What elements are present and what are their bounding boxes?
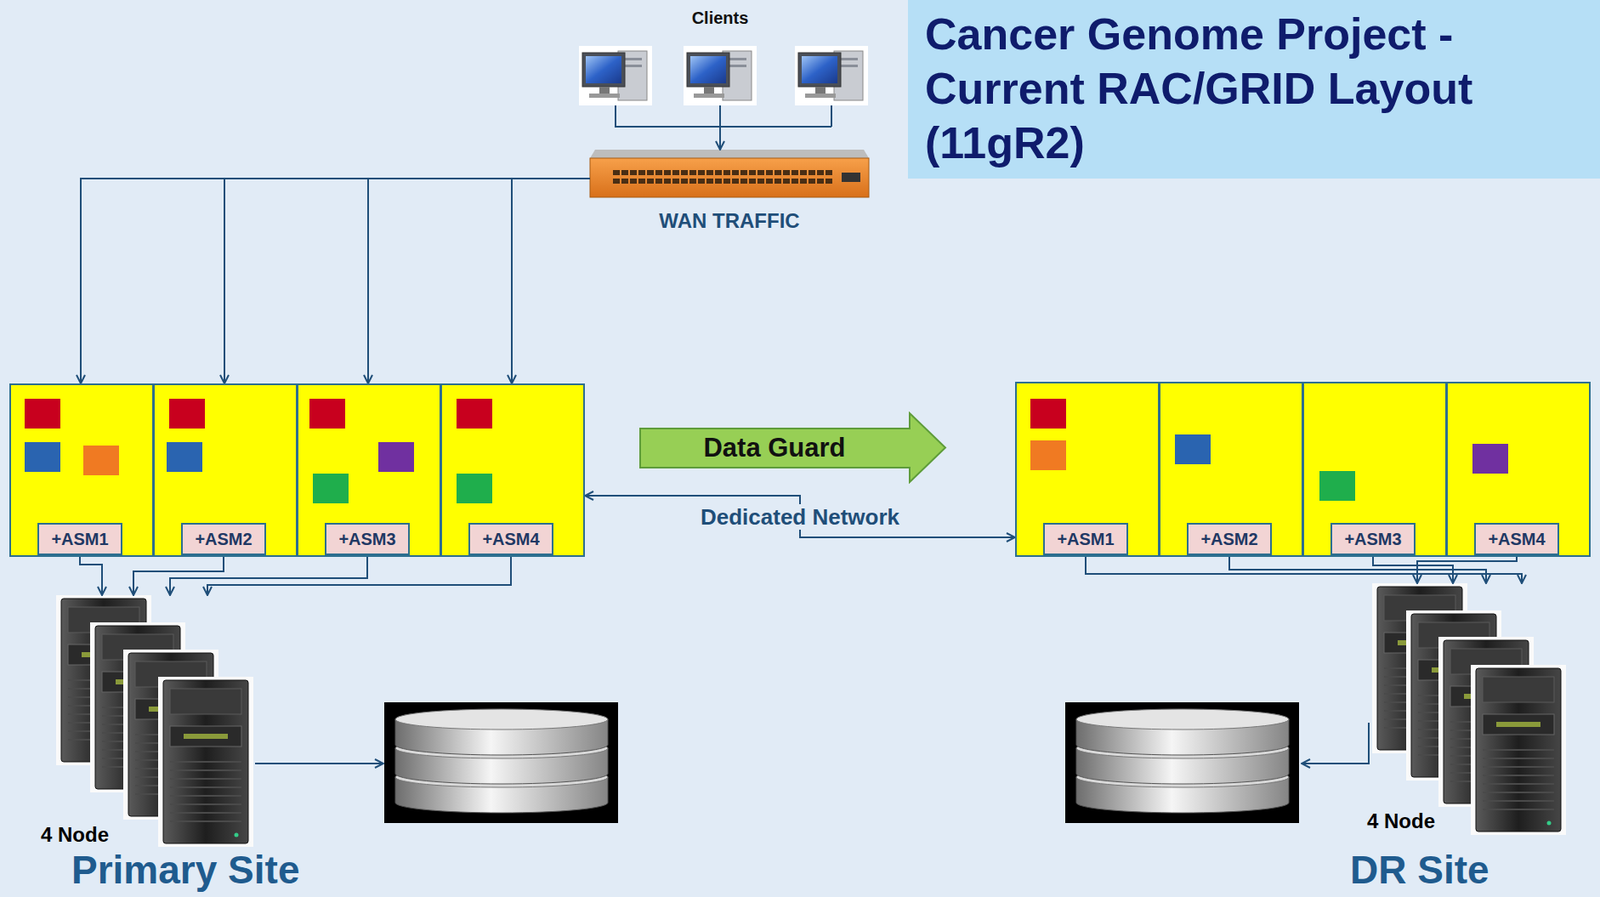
arrow-text-area: Data Guard [639, 428, 910, 468]
text-label: +ASM3 [1344, 528, 1402, 550]
asm-chip: +ASM1 [37, 522, 123, 556]
dr-servers [1372, 583, 1566, 835]
wan-switch: WAN TRAFFIC [590, 149, 869, 235]
instance-square [1030, 440, 1067, 471]
instance-square [456, 398, 493, 429]
connector [170, 556, 368, 596]
client-computer [683, 45, 757, 106]
text-label: WAN TRAFFIC [658, 209, 800, 233]
site-label-anchor: DR Site [1350, 848, 1490, 891]
data-guard-arrow: Data Guard [639, 411, 948, 484]
instance-square [309, 398, 346, 429]
instance-square [24, 398, 61, 429]
storage-wire [255, 762, 384, 765]
asm-chip: +ASM1 [1043, 522, 1129, 556]
server-stack: 4 Node [40, 595, 256, 847]
text-label: 4 Node [40, 822, 109, 847]
instance-square [1174, 434, 1211, 465]
connector [79, 556, 103, 596]
asm-chip: +ASM3 [1330, 522, 1416, 556]
rac-node: +ASM1 [9, 383, 154, 557]
text-label: Cancer Genome Project - Current RAC/GRID… [924, 6, 1572, 171]
client-group: Clients [569, 4, 871, 109]
text-label: Data Guard [703, 432, 846, 464]
connector [584, 495, 1016, 538]
switch-body [590, 158, 869, 198]
asm-chip: +ASM2 [1186, 522, 1272, 556]
text-label: +ASM2 [1200, 528, 1258, 550]
rac-node: +ASM2 [153, 383, 298, 557]
connector [207, 556, 511, 596]
instance-square [1030, 398, 1067, 429]
text-label: +ASM4 [482, 528, 540, 550]
instance-square [312, 473, 349, 504]
asm-chip: +ASM2 [181, 522, 267, 556]
storage-wire [1301, 722, 1369, 764]
switch-port [841, 172, 861, 182]
connector [368, 178, 591, 384]
title-band: Cancer Genome Project - Current RAC/GRID… [907, 0, 1600, 179]
instance-square [1319, 470, 1356, 501]
client-computers [578, 45, 869, 106]
site-label-anchor: Primary Site [71, 848, 300, 891]
connector [511, 178, 591, 384]
switch-ports [612, 170, 834, 184]
rac-node: +ASM3 [1302, 381, 1447, 557]
rac-node: +ASM4 [440, 383, 585, 557]
rac-node: +ASM3 [296, 383, 442, 557]
wan-switch-device [590, 149, 869, 198]
text-label: Primary Site [71, 848, 300, 891]
text-label: +ASM1 [51, 528, 108, 550]
text-label: DR Site [1350, 848, 1490, 891]
text-label: +ASM2 [194, 528, 252, 550]
server-stack: 4 Node [1360, 583, 1568, 842]
connector [719, 108, 721, 150]
rac-node: +ASM1 [1015, 381, 1160, 557]
client-wire [615, 105, 832, 127]
edge-label-anchor: Dedicated Network [695, 504, 905, 530]
connector [1417, 556, 1517, 584]
instance-square [1472, 443, 1509, 474]
instance-square [166, 442, 203, 472]
storage-disk [1065, 702, 1300, 823]
instance-square [83, 445, 120, 476]
instance-square [456, 473, 493, 504]
connector [80, 178, 591, 384]
connector [1085, 556, 1522, 584]
text-label: +ASM1 [1056, 528, 1114, 550]
arrow-outline [640, 413, 946, 483]
instance-square [24, 442, 61, 472]
connector [133, 556, 224, 596]
text-label: Clients [692, 7, 749, 29]
server [158, 676, 254, 847]
client-computer [794, 45, 869, 106]
text-label: Dedicated Network [695, 504, 905, 530]
rac-node: +ASM4 [1446, 381, 1591, 557]
rac-node: +ASM2 [1158, 381, 1304, 557]
text-label: +ASM3 [338, 528, 396, 550]
primary-servers [56, 595, 254, 847]
asm-chip: +ASM4 [468, 522, 554, 556]
connector [224, 178, 591, 384]
instance-square [169, 398, 205, 429]
switch-top [590, 149, 869, 159]
server [1470, 664, 1566, 835]
storage-disk [384, 702, 619, 823]
asm-chip: +ASM4 [1474, 522, 1560, 556]
asm-chip: +ASM3 [324, 522, 410, 556]
client-computer [578, 45, 653, 106]
text-label: +ASM4 [1487, 528, 1545, 550]
instance-square [378, 442, 415, 472]
text-label: 4 Node [1367, 809, 1436, 834]
